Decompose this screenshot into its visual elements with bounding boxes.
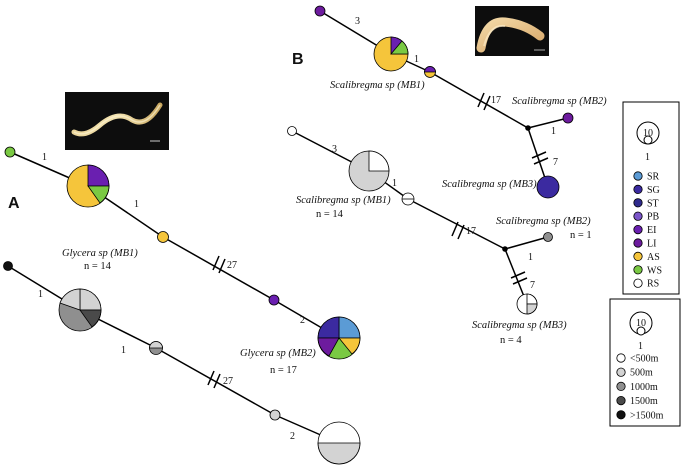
legend-swatch-1500m xyxy=(616,395,626,406)
haplotype-node-li xyxy=(314,5,326,17)
legend-label: >1500m xyxy=(630,410,664,421)
legend-swatch-sr xyxy=(633,171,643,181)
haplotype-label: Scalibregma sp (MB1) xyxy=(296,195,391,206)
glycera-depth-node-small xyxy=(149,341,163,355)
legend-swatch-as xyxy=(633,251,643,261)
median-vector-node xyxy=(502,246,508,252)
mutation-count: 1 xyxy=(42,152,47,163)
mutation-count: 1 xyxy=(528,252,533,263)
legend-label: <500m xyxy=(630,354,659,365)
glycera-mb1-pie xyxy=(66,164,110,208)
mutation-count: 1 xyxy=(551,126,556,137)
haplotype-node-500m xyxy=(269,409,281,421)
mutation-count: 1 xyxy=(134,199,139,210)
mutation-count: 3 xyxy=(355,16,360,27)
haplotype-node-shallow xyxy=(287,126,297,136)
legend-swatch-sg xyxy=(633,184,643,194)
mutation-count: 2 xyxy=(290,431,295,442)
legend-label: ST xyxy=(647,198,659,209)
legend-label: WS xyxy=(647,265,662,276)
panel-a-letter: A xyxy=(8,195,20,212)
haplotype-node-split xyxy=(424,66,436,78)
sample-count: n = 1 xyxy=(570,230,592,241)
legend-label: RS xyxy=(647,279,659,290)
legend-label: PB xyxy=(647,212,660,223)
mutation-count: 27 xyxy=(223,376,233,387)
mutation-count: 7 xyxy=(530,280,535,291)
legend-label: LI xyxy=(647,239,656,250)
scale-label-1: 1 xyxy=(638,341,643,352)
legend-label: SR xyxy=(647,172,660,183)
haplotype-label: Scalibregma sp (MB1) xyxy=(330,80,425,91)
scalibregma-specimen-photo xyxy=(475,6,549,56)
legend-label: 500m xyxy=(630,368,653,379)
mutation-count: 17 xyxy=(466,226,476,237)
glycera-depth-mb2-pie xyxy=(317,421,361,465)
scale-circle-small xyxy=(636,326,646,336)
mutation-count: 1 xyxy=(392,178,397,189)
mutation-count: 2 xyxy=(300,315,305,326)
legend-swatch-500m xyxy=(616,367,626,377)
haplotype-label: Scalibregma sp (MB3) xyxy=(472,320,567,331)
haplotype-label: Scalibregma sp (MB3) xyxy=(442,179,537,190)
median-vector-node xyxy=(525,125,531,131)
legend-swatch-ws xyxy=(633,265,643,275)
haplotype-node-mb2 xyxy=(562,112,574,124)
sample-count: n = 14 xyxy=(316,209,344,220)
region-legend: 10 1 SR SG ST PB EI LI AS WS RS xyxy=(622,101,680,295)
mutation-count: 1 xyxy=(38,289,43,300)
mutation-count: 3 xyxy=(332,144,337,155)
scale-circle-small xyxy=(643,135,653,145)
mutation-count: 1 xyxy=(121,345,126,356)
scalibregma-mb1-pie xyxy=(373,36,409,72)
mutation-count: 7 xyxy=(553,157,558,168)
haplotype-node-mb3 xyxy=(536,175,560,199)
glycera-specimen-photo xyxy=(65,92,169,150)
legend-swatch-pb xyxy=(633,211,643,221)
glycera-region-network: 1 1 27 2 Glycera sp (MB1) n = 14 Glycera… xyxy=(4,146,361,376)
scalibregma-region-network: 3 1 17 1 7 Scalibregma sp (MB1) Scalibre… xyxy=(314,5,607,199)
haplotype-node-split-depth xyxy=(401,192,415,206)
scale-label-1: 1 xyxy=(645,152,650,163)
scalibregma-depth-mb1-pie xyxy=(348,150,390,192)
mutation-count: 27 xyxy=(227,260,237,271)
haplotype-node-ws xyxy=(4,146,16,158)
haplotype-label: Scalibregma sp (MB2) xyxy=(512,96,607,107)
glycera-mb2-pie xyxy=(317,316,361,360)
scale-label-10: 10 xyxy=(636,318,646,329)
legend-swatch-rs xyxy=(633,278,643,288)
scale-label-10: 10 xyxy=(643,128,653,139)
legend-swatch-500m xyxy=(616,353,626,363)
legend-swatch-ei xyxy=(633,225,643,235)
haplotype-label: Glycera sp (MB1) xyxy=(62,248,138,259)
haplotype-node-deep xyxy=(3,261,13,271)
glycera-depth-network: 1 1 27 2 xyxy=(3,261,361,465)
haplotype-node-1000m xyxy=(543,232,553,242)
legend-label: 1000m xyxy=(630,382,658,393)
mutation-count: 1 xyxy=(414,54,419,65)
legend-label: SG xyxy=(647,185,660,196)
glycera-depth-mb1-pie xyxy=(58,288,102,332)
legend-swatch-li xyxy=(633,238,643,248)
sample-count: n = 4 xyxy=(500,335,522,346)
panel-b-letter: B xyxy=(292,51,304,68)
legend-swatch-1500m xyxy=(616,410,626,420)
legend-swatch-1000m xyxy=(616,381,626,391)
legend-swatch-st xyxy=(633,198,643,208)
haplotype-node-as xyxy=(157,231,169,243)
scalibregma-depth-mb3-pie xyxy=(516,293,538,315)
scalibregma-depth-network: 3 1 17 1 7 Scalibregma sp (MB1) n = 14 S… xyxy=(287,126,592,346)
sample-count: n = 17 xyxy=(270,365,297,376)
haplotype-node-li xyxy=(268,294,280,306)
legend-label: 1500m xyxy=(630,396,658,407)
mutation-count: 17 xyxy=(491,95,501,106)
haplotype-label: Glycera sp (MB2) xyxy=(240,348,316,359)
sample-count: n = 14 xyxy=(84,261,112,272)
depth-legend: 10 1 <500m 500m 1000m 1500m >1500m xyxy=(609,298,681,427)
legend-label: EI xyxy=(647,225,656,236)
legend-label: AS xyxy=(647,252,660,263)
haplotype-label: Scalibregma sp (MB2) xyxy=(496,216,591,227)
